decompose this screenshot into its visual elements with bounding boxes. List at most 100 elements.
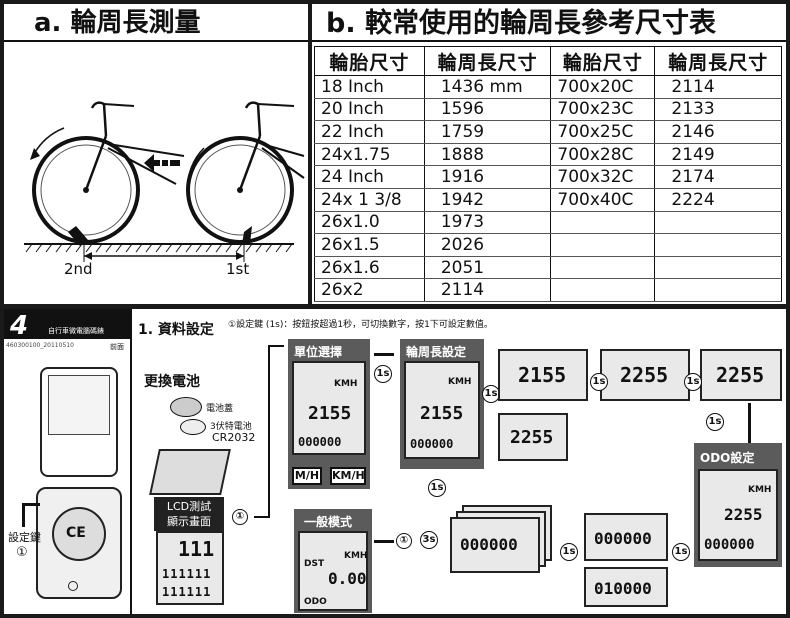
battery-cover-label: 電池蓋	[206, 404, 234, 414]
kmh-button[interactable]: KM/H	[330, 467, 366, 485]
odo-stack-value: 000000	[460, 535, 518, 554]
wheel-setting-title: 輪周長設定	[406, 345, 467, 359]
general-mode-panel: 一般模式 DST KMH 0.00 ODO	[294, 509, 372, 613]
table-header-row: 輪胎尺寸 輪周長尺寸 輪胎尺寸 輪周長尺寸	[314, 46, 782, 76]
table-cell: 1973	[423, 211, 552, 235]
setup-instructions: ①設定鍵 (1s)：按鈕按超過1秒，可切換數字，按1下可設定數值。	[228, 320, 493, 330]
unit-select-title: 單位選擇	[294, 345, 343, 359]
device-back: CE	[36, 487, 122, 599]
dst-label: DST	[304, 559, 325, 569]
flow-line	[268, 345, 270, 518]
wheel-step-lcd-4: 2255	[700, 349, 782, 401]
table-cell: 20 Inch	[314, 98, 425, 122]
table-cell: 26x1.5	[314, 233, 425, 257]
odo-setting-odo: 000000	[704, 537, 755, 553]
brand-bar: 4 自行車微電腦碼錶	[4, 309, 130, 341]
press-1s-badge: 1s	[590, 373, 608, 391]
table-cell: 2133	[654, 98, 782, 122]
press-1s-badge: 1s	[672, 543, 690, 561]
table-cell: 700x23C	[550, 98, 656, 122]
table-cell: 1942	[423, 188, 552, 212]
data-setup-section: 4 自行車微電腦碼錶 460300100_20110510 前面 CE 設定鍵 …	[4, 309, 786, 614]
unit-select-lcd: KMH 2155 000000	[292, 361, 366, 455]
odo-setting-title: ODO設定	[700, 451, 755, 465]
lcd-test-screen: 111 111111 111111	[156, 531, 224, 605]
front-tag: 前面	[110, 343, 124, 351]
device-front	[40, 367, 118, 477]
header-circumference: 輪周長尺寸	[654, 46, 782, 76]
battery-cover: CE	[52, 507, 106, 561]
set-key-arrow	[24, 503, 40, 506]
table-cell	[654, 211, 782, 235]
table-cell: 18 Inch	[314, 75, 425, 99]
wheel-step-lcd-1: 2155	[498, 349, 588, 401]
section-a-title: a. 輪周長測量	[4, 4, 308, 42]
lcd-test-digits-c: 111111	[162, 585, 212, 599]
step-num-lcd: ①	[232, 509, 248, 525]
flow-arrow	[374, 540, 394, 543]
set-key-label: 設定鍵	[8, 531, 41, 544]
table-cell	[654, 256, 782, 280]
odo-step-lcd-2: 010000	[584, 567, 668, 607]
wheel-measure-illustration	[24, 101, 305, 262]
brand-logo: 4	[10, 311, 29, 341]
table-cell: 700x28C	[550, 143, 656, 167]
odo-setting-lcd: KMH 2255 000000	[698, 469, 778, 561]
section-a: a. 輪周長測量	[4, 4, 308, 304]
header-tire-size: 輪胎尺寸	[314, 46, 425, 76]
odo-setting-panel: ODO設定 KMH 2255 000000	[694, 443, 782, 567]
battery-type: 3伏特電池	[210, 422, 252, 432]
press-1s-badge: 1s	[560, 543, 578, 561]
table-cell: 1888	[423, 143, 552, 167]
odo-step-lcd-1: 000000	[584, 513, 668, 561]
table-cell: 1916	[423, 165, 552, 189]
table-cell: 700x40C	[550, 188, 656, 212]
reset-hole	[68, 581, 78, 591]
wheel-step-value-2: 2255	[510, 427, 554, 448]
press-3s-badge: 3s	[420, 531, 438, 549]
wheel-step-lcd-3: 2255	[600, 349, 690, 401]
table-cell: 2114	[654, 75, 782, 99]
press-1s-badge: 1s	[482, 385, 500, 403]
step-num: ①	[396, 533, 412, 549]
table-cell	[654, 233, 782, 257]
wheel-step-value-3: 2255	[620, 363, 669, 387]
wheel-lcd-value: 2155	[420, 403, 464, 424]
press-1s-badge: 1s	[374, 365, 392, 383]
table-cell: 1436 mm	[423, 75, 552, 99]
odo-step-value-1: 000000	[594, 529, 652, 548]
table-cell: 26x1.0	[314, 211, 425, 235]
odo-setting-value: 2255	[724, 505, 763, 524]
set-key-num: ①	[16, 545, 28, 560]
wheel-step-value-1: 2155	[518, 363, 567, 387]
unit-select-panel: 單位選擇 KMH 2155 000000 M/H KM/H	[288, 339, 370, 489]
flow-line	[254, 516, 270, 518]
press-1s-badge: 1s	[684, 373, 702, 391]
table-cell: 1596	[423, 98, 552, 122]
table-cell: 24 Inch	[314, 165, 425, 189]
wheel-setting-lcd: KMH 2155 000000	[404, 361, 480, 459]
table-cell	[550, 233, 656, 257]
unit-lcd-value: 2155	[308, 403, 352, 424]
table-cell: 2026	[423, 233, 552, 257]
product-panel: 4 自行車微電腦碼錶 460300100_20110510 前面 CE 設定鍵 …	[4, 309, 132, 614]
doc-code: 460300100_20110510	[6, 342, 74, 349]
mh-button[interactable]: M/H	[292, 467, 322, 485]
flow-arrow	[374, 353, 394, 356]
ce-mark: CE	[66, 525, 86, 541]
brand-subtitle: 自行車微電腦碼錶	[48, 327, 104, 335]
kmh-label-3: KMH	[748, 485, 772, 495]
wheel-lcd-odo: 000000	[410, 437, 454, 451]
lcd-test-digits: 111	[178, 537, 215, 561]
set-key-arrow-stem	[22, 503, 25, 527]
table-cell: 2051	[423, 256, 552, 280]
header-tire-size: 輪胎尺寸	[550, 46, 656, 76]
flow-line	[268, 345, 284, 347]
table-cell: 2114	[423, 278, 552, 302]
